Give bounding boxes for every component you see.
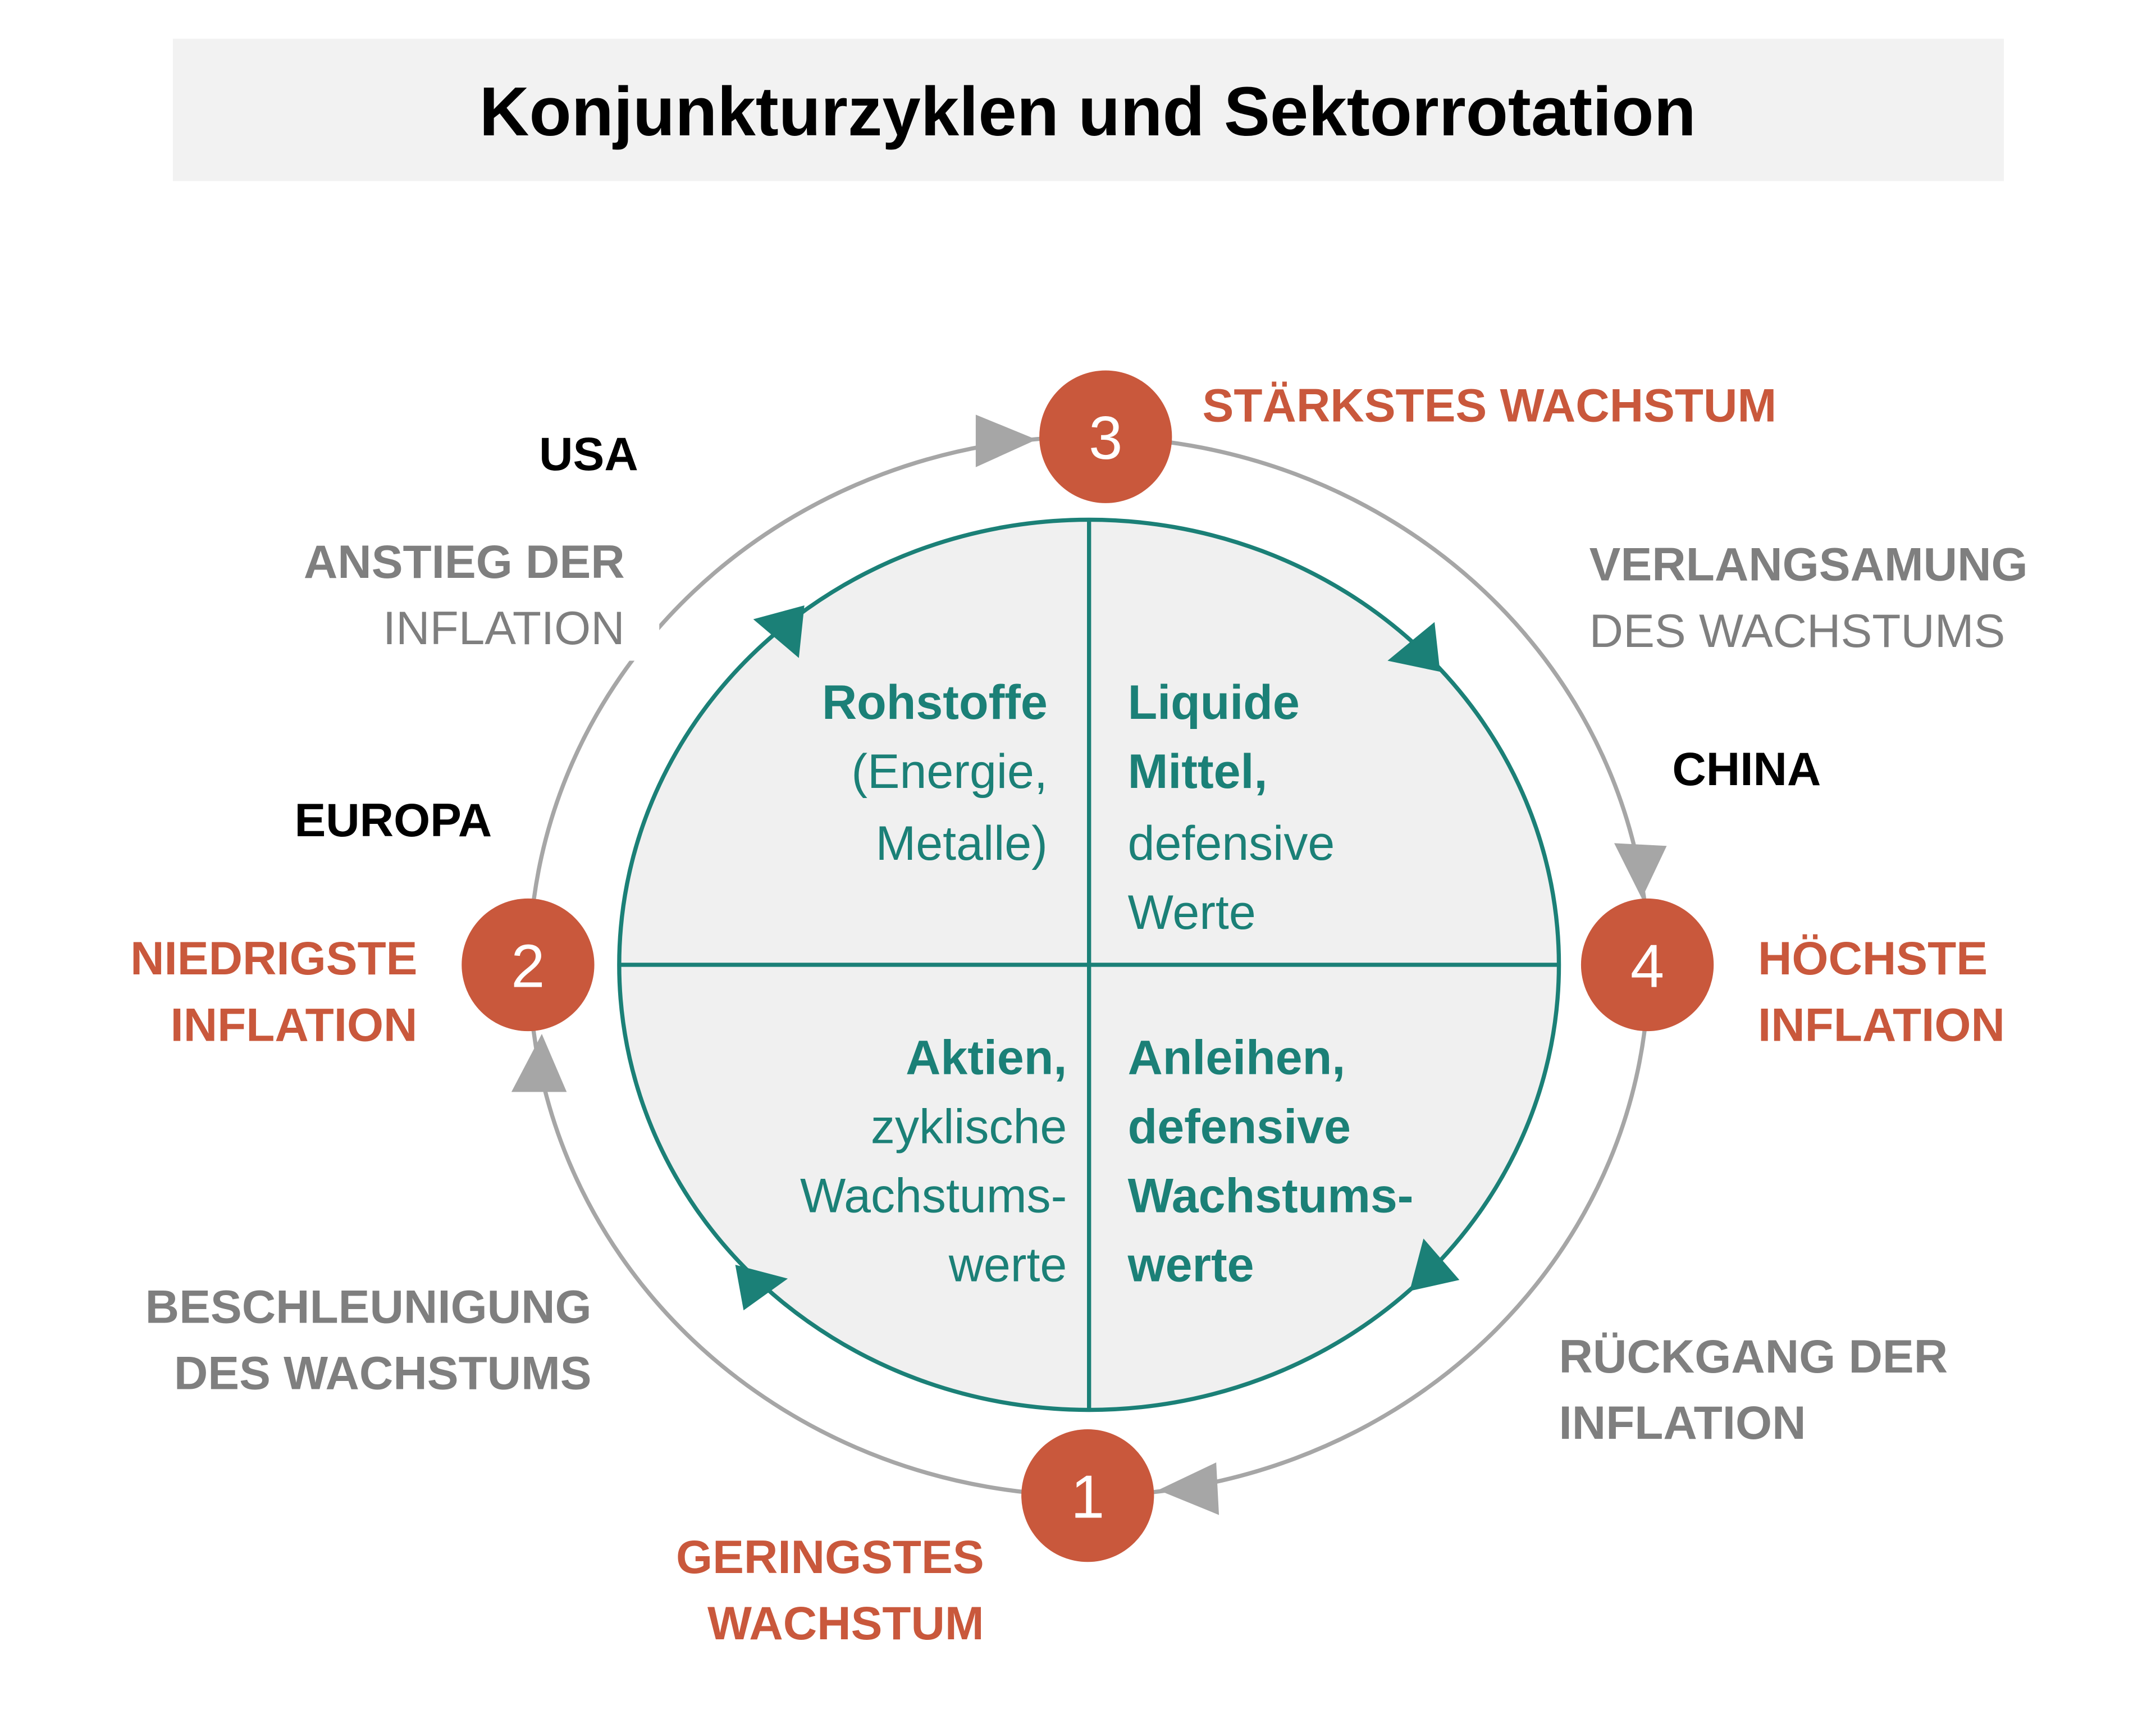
phase-1-label-line1: GERINGSTES	[676, 1530, 984, 1583]
phase-marker-3: 3	[1039, 370, 1172, 503]
phase-number: 3	[1089, 404, 1122, 472]
phase-number: 2	[511, 932, 545, 1000]
quadrant-text: defensive	[1128, 817, 1335, 870]
phase-number: 1	[1071, 1462, 1104, 1530]
region-china: CHINA	[1672, 742, 1821, 795]
quadrant-text: defensive	[1128, 1100, 1351, 1154]
acceleration-line2: DES WACHSTUMS	[174, 1347, 592, 1400]
quadrant-text: zyklische	[871, 1100, 1067, 1154]
inflation-decline-line2: INFLATION	[1559, 1396, 1806, 1449]
teal-arrow-bottom-right-icon	[1409, 1238, 1460, 1291]
phase-number: 4	[1630, 932, 1664, 1000]
quadrant-text: Anleihen,	[1128, 1031, 1346, 1084]
region-europe: EUROPA	[294, 794, 492, 846]
phase-3-label: STÄRKSTES WACHSTUM	[1203, 379, 1777, 432]
quadrant-text: Liquide	[1128, 676, 1300, 730]
title-banner	[172, 38, 2004, 181]
teal-arrow-top-right-icon	[1387, 622, 1440, 672]
quadrant-bottom-left: Aktien, zyklische Wachstums- werte	[800, 1031, 1067, 1292]
inflation-decline-line1: RÜCKGANG DER	[1559, 1330, 1948, 1383]
quadrant-text: Metalle)	[876, 817, 1048, 870]
phase-2-label-line1: NIEDRIGSTE	[130, 932, 417, 984]
inflation-rise-line1: ANSTIEG DER	[304, 535, 625, 588]
phase-marker-1: 1	[1021, 1429, 1154, 1562]
quadrant-text: Rohstoffe	[822, 676, 1048, 730]
phase-2-label-line2: INFLATION	[171, 998, 418, 1051]
quadrant-bottom-right: Anleihen, defensive Wachstums- werte	[1127, 1031, 1414, 1292]
phase-marker-2: 2	[462, 898, 595, 1032]
phase-marker-4: 4	[1581, 898, 1714, 1032]
page-title: Konjunkturzyklen und Sektorrotation	[479, 74, 1696, 151]
gray-arrow-to-4-icon	[1614, 843, 1667, 899]
phase-4-label-line1: HÖCHSTE	[1758, 932, 1988, 984]
quadrant-text: Aktien,	[906, 1031, 1067, 1084]
quadrant-top-left: Rohstoffe (Energie, Metalle)	[822, 676, 1048, 870]
acceleration-line1: BESCHLEUNIGUNG	[145, 1280, 592, 1333]
inflation-rise-line2: INFLATION	[383, 601, 625, 654]
quadrant-text: werte	[948, 1238, 1067, 1292]
teal-arrow-bottom-left-icon	[735, 1265, 788, 1311]
quadrant-text: Wachstums-	[800, 1169, 1067, 1223]
gray-arrow-to-3-icon	[975, 414, 1037, 467]
teal-arrow-top-left-icon	[753, 605, 805, 658]
gray-arrow-to-1-icon	[1158, 1462, 1219, 1515]
phase-1-label-line2: WACHSTUM	[707, 1597, 984, 1649]
phase-4-label-line2: INFLATION	[1758, 998, 2005, 1051]
quadrant-text: (Energie,	[851, 745, 1047, 799]
slowdown-line1: VERLANGSAMUNG	[1589, 538, 2028, 591]
region-usa: USA	[539, 427, 638, 480]
quadrant-text: werte	[1127, 1238, 1254, 1292]
ring-gap	[629, 619, 660, 661]
quadrant-text: Mittel,	[1128, 745, 1268, 799]
quadrant-text: Werte	[1128, 886, 1256, 940]
slowdown-line2: DES WACHSTUMS	[1589, 604, 2006, 657]
quadrant-text: Wachstums-	[1128, 1169, 1414, 1223]
quadrant-top-right: Liquide Mittel, defensive Werte	[1128, 676, 1335, 940]
gray-arrow-to-2-icon	[511, 1034, 567, 1092]
